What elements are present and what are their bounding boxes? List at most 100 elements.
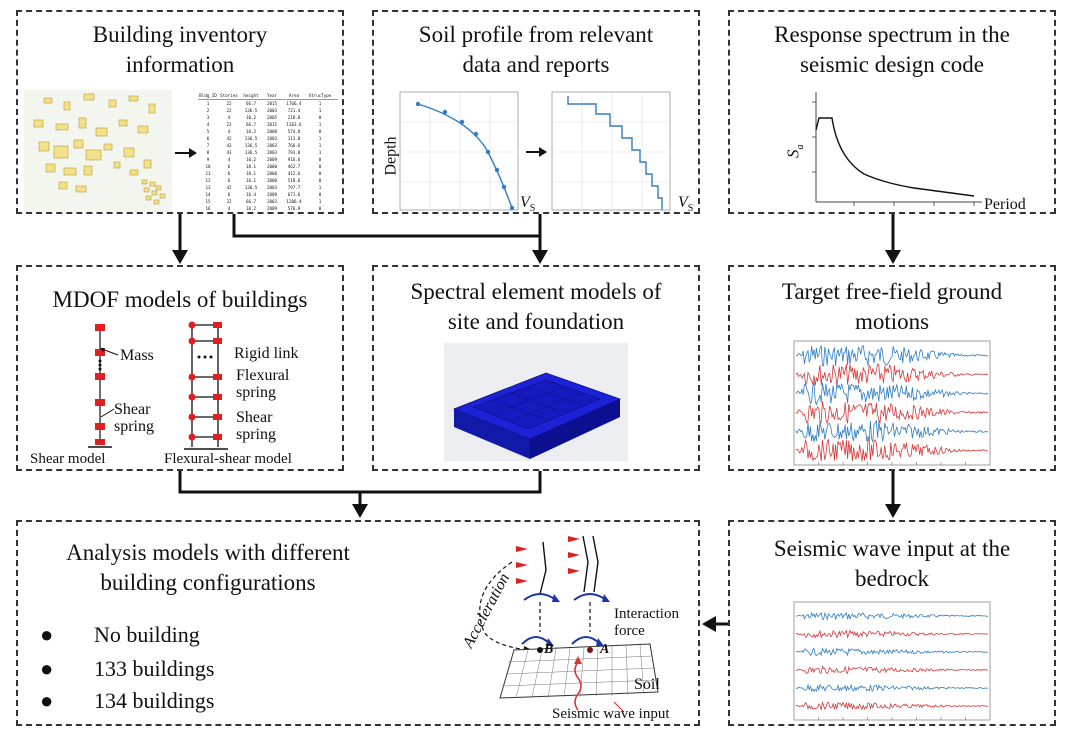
table-cell: 2003 — [266, 136, 278, 141]
table-cell: 16.1 — [245, 178, 257, 183]
table-cell: 136.5 — [244, 185, 258, 190]
seismic-wave-input-label: Seismic wave input — [552, 706, 670, 722]
bullet-no-building-text: No building — [94, 622, 200, 647]
table-cell: 2 — [206, 108, 210, 113]
bullet-no-building: ● — [40, 622, 54, 647]
bullet-134: ● — [40, 688, 54, 713]
mass-label: Mass — [120, 347, 154, 364]
table-cell: 1 — [318, 185, 322, 190]
flexural-shear-model-caption: Flexural-shear model — [164, 451, 292, 467]
seismic-wave-bedrock-box: Seismic wave input at the bedrock — [728, 520, 1056, 726]
table-cell: 0 — [318, 129, 322, 134]
wave-trace — [795, 683, 989, 693]
table-header-cell: height — [243, 93, 259, 98]
wave-trace — [795, 419, 989, 443]
table-cell: 16.4 — [245, 192, 257, 197]
table-cell: 6 — [227, 192, 231, 197]
label-b: B — [544, 642, 554, 657]
soil-to-layer-arrow — [526, 147, 547, 157]
table-cell: 1 — [318, 150, 322, 155]
inventory-title-1: Building inventory — [92, 22, 268, 47]
table-cell: 10.2 — [245, 206, 257, 211]
table-cell: 412.6 — [287, 171, 301, 176]
wave-trace — [795, 647, 989, 657]
rigid-link-label: Rigid link — [234, 345, 299, 362]
table-cell: 136.5 — [244, 150, 258, 155]
table-cell: 0 — [318, 164, 322, 169]
table-cell: 1 — [318, 136, 322, 141]
table-cell: 1 — [318, 101, 322, 106]
table-header-cell: StrucType — [308, 93, 332, 98]
table-cell: 22 — [226, 122, 232, 127]
shear-model-caption: Shear model — [30, 451, 106, 467]
shear-spring-pointer — [100, 408, 115, 418]
wave-trace — [795, 665, 989, 675]
table-cell: 8 — [206, 150, 210, 155]
table-cell: 136.5 — [244, 108, 258, 113]
spectral-element-box: Spectral element models of site and foun… — [372, 265, 700, 471]
soil-curve-plot — [399, 91, 519, 211]
table-cell: 10.2 — [245, 129, 257, 134]
table-cell: 42 — [226, 185, 232, 190]
table-cell: 462.7 — [287, 164, 301, 169]
table-cell: 2003 — [266, 199, 278, 204]
table-cell: 0 — [318, 178, 322, 183]
bedrock-wave-plot — [793, 601, 991, 721]
period-axis-label: Period — [984, 196, 1026, 213]
table-cell: 2009 — [266, 206, 278, 211]
spectral-title-1: Spectral element models of — [410, 279, 662, 304]
table-cell: 2009 — [266, 192, 278, 197]
table-cell: 2008 — [266, 129, 278, 134]
table-cell: 113.8 — [287, 136, 301, 141]
table-cell: 4 — [227, 206, 231, 211]
mdof-title: MDOF models of buildings — [52, 287, 308, 312]
table-cell: 6 — [206, 136, 210, 141]
table-cell: 2003 — [266, 150, 278, 155]
table-cell: 518.6 — [287, 178, 301, 183]
ssi-interaction-diagram — [479, 535, 659, 713]
table-cell: 14 — [205, 192, 211, 197]
table-cell: 766.6 — [287, 143, 301, 148]
table-cell: 1206.4 — [286, 199, 302, 204]
bullet-133-text: 133 buildings — [94, 656, 215, 681]
vs-axis-label-1: VS — [520, 194, 536, 215]
table-cell: 1 — [318, 122, 322, 127]
table-cell: 2003 — [266, 185, 278, 190]
table-cell: 16 — [205, 206, 211, 211]
table-cell: 2000 — [266, 178, 278, 183]
table-cell: 4 — [227, 115, 231, 120]
table-cell: 15 — [205, 199, 211, 204]
table-cell: 2009 — [266, 157, 278, 162]
interaction-force-label: Interaction force — [614, 606, 679, 639]
target-ground-motion-plot — [793, 340, 991, 466]
seismic-title-1: Seismic wave input at the — [773, 536, 1011, 561]
wave-trace — [795, 438, 989, 462]
soil-title-2: data and reports — [462, 52, 610, 77]
spectrum-title-1: Response spectrum in the — [774, 22, 1010, 47]
table-cell: 2003 — [266, 108, 278, 113]
table-cell: 2005 — [266, 115, 278, 120]
table-cell: 136.5 — [244, 143, 258, 148]
table-cell: 4 — [227, 129, 231, 134]
shear-spring-label: Shear spring — [114, 401, 154, 435]
table-cell: 1 — [318, 108, 322, 113]
table-cell: 6 — [227, 178, 231, 183]
bullet-134-text: 134 buildings — [94, 688, 215, 713]
flexural-shear-spring-label: Shear spring — [236, 409, 276, 443]
table-cell: 1 — [318, 199, 322, 204]
table-cell: 66.7 — [245, 101, 257, 106]
flexural-shear-model-diagram — [184, 321, 228, 450]
response-spectrum-box: Response spectrum in the seismic design … — [728, 10, 1056, 214]
table-cell: 7 — [206, 143, 210, 148]
table-cell: 2003 — [266, 143, 278, 148]
